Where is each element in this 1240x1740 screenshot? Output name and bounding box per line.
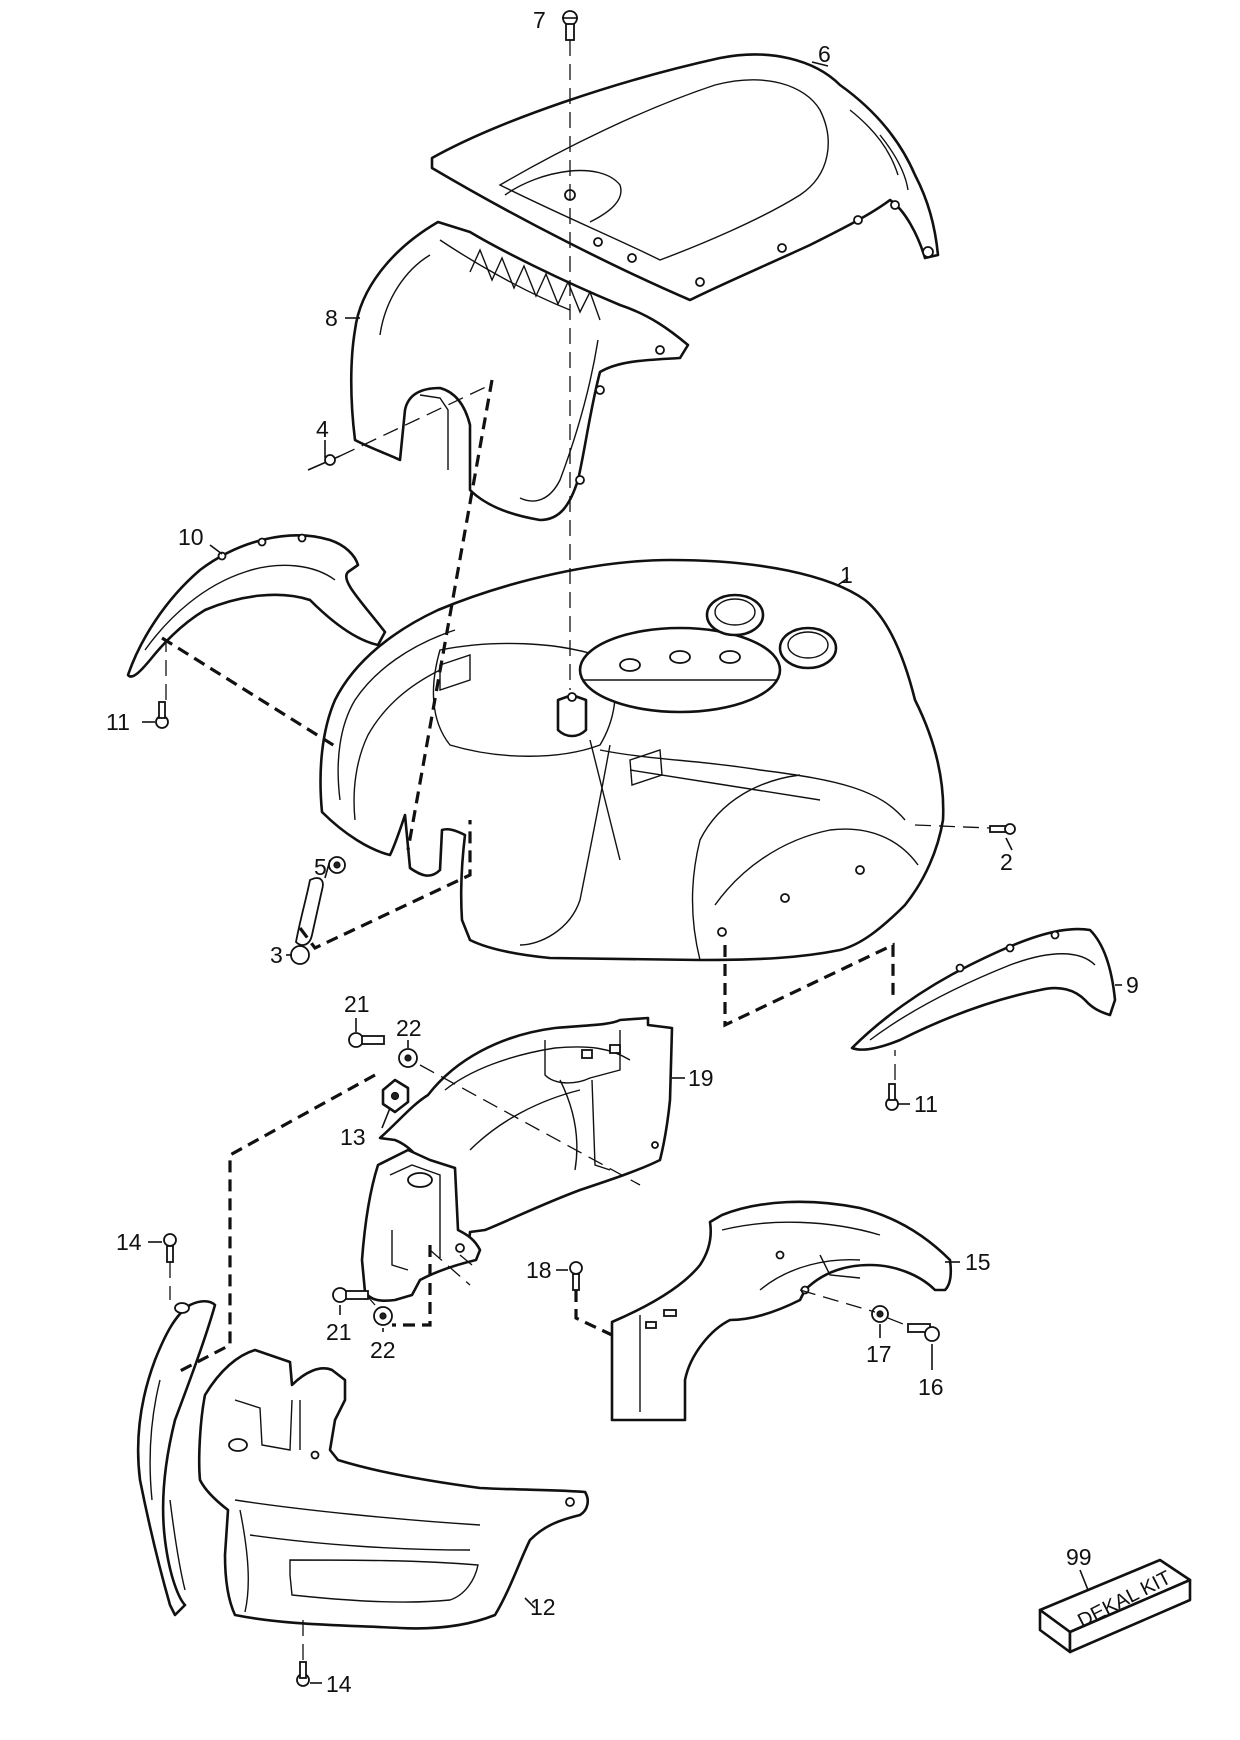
callout-22-lower: 22 bbox=[370, 1337, 396, 1363]
part-1-main-body bbox=[319, 558, 945, 962]
part-8-vent-panel bbox=[349, 220, 690, 522]
callout-1: 1 bbox=[840, 562, 853, 588]
part-6-top-cover bbox=[430, 53, 940, 302]
callout-19: 19 bbox=[688, 1065, 714, 1091]
callout-14-upper: 14 bbox=[116, 1229, 142, 1255]
callout-14-lower: 14 bbox=[326, 1671, 352, 1697]
callout-22-upper: 22 bbox=[396, 1015, 422, 1041]
callout-11-upper: 11 bbox=[106, 709, 130, 735]
screw-11-lower bbox=[885, 1083, 899, 1111]
inner-rear-fender-mount bbox=[360, 1148, 482, 1303]
screw-14-upper bbox=[163, 1233, 177, 1263]
washer-17 bbox=[871, 1305, 889, 1323]
callout-6: 6 bbox=[818, 41, 831, 67]
callout-numbers: 7 6 8 4 10 1 11 2 5 3 9 11 21 22 19 13 1… bbox=[106, 7, 1139, 1697]
hidden-lines bbox=[165, 40, 991, 1660]
callout-17: 17 bbox=[866, 1341, 892, 1367]
washer-22-upper bbox=[398, 1048, 418, 1068]
callout-10: 10 bbox=[178, 524, 204, 550]
washer-5 bbox=[328, 856, 346, 874]
bolt-16 bbox=[907, 1323, 940, 1342]
callout-21-upper: 21 bbox=[344, 991, 370, 1017]
callout-7: 7 bbox=[533, 7, 546, 33]
callout-15: 15 bbox=[965, 1249, 991, 1275]
screw-2 bbox=[989, 823, 1016, 835]
callout-13: 13 bbox=[340, 1124, 366, 1150]
bolt-21-upper bbox=[348, 1032, 385, 1048]
assembly-lines bbox=[161, 379, 895, 1374]
screw-18 bbox=[569, 1261, 583, 1291]
washer-22-lower bbox=[373, 1306, 393, 1326]
leader-lines bbox=[142, 17, 1122, 1684]
part-13-bracket bbox=[381, 1078, 410, 1114]
part-10-left-fender-flare bbox=[126, 533, 387, 678]
callout-21-lower: 21 bbox=[326, 1319, 352, 1345]
callout-9: 9 bbox=[1126, 972, 1139, 998]
pin-4 bbox=[307, 454, 341, 471]
callout-3: 3 bbox=[270, 942, 283, 968]
lower-left-side-panel bbox=[136, 1299, 217, 1617]
callout-4: 4 bbox=[316, 416, 329, 442]
callout-16: 16 bbox=[918, 1374, 944, 1400]
clip-3 bbox=[290, 877, 324, 965]
callout-8: 8 bbox=[325, 305, 338, 331]
screw-11-upper bbox=[155, 701, 169, 729]
hardware bbox=[155, 10, 1016, 1687]
callout-5: 5 bbox=[314, 854, 327, 880]
bolt-21-lower bbox=[332, 1287, 369, 1303]
callout-99: 99 bbox=[1066, 1544, 1092, 1570]
part-99-decal-kit: DEKAL KIT bbox=[1038, 1558, 1192, 1654]
part-9-right-fender-flare bbox=[850, 927, 1117, 1051]
screw-14-lower bbox=[296, 1661, 310, 1687]
screw-7 bbox=[562, 10, 578, 41]
part-12-lower-apron bbox=[197, 1348, 590, 1630]
callout-12: 12 bbox=[530, 1594, 556, 1620]
part-15-right-rear-fender bbox=[610, 1200, 953, 1422]
callout-2: 2 bbox=[1000, 849, 1013, 875]
callout-18: 18 bbox=[526, 1257, 552, 1283]
callout-11-lower: 11 bbox=[914, 1091, 938, 1117]
